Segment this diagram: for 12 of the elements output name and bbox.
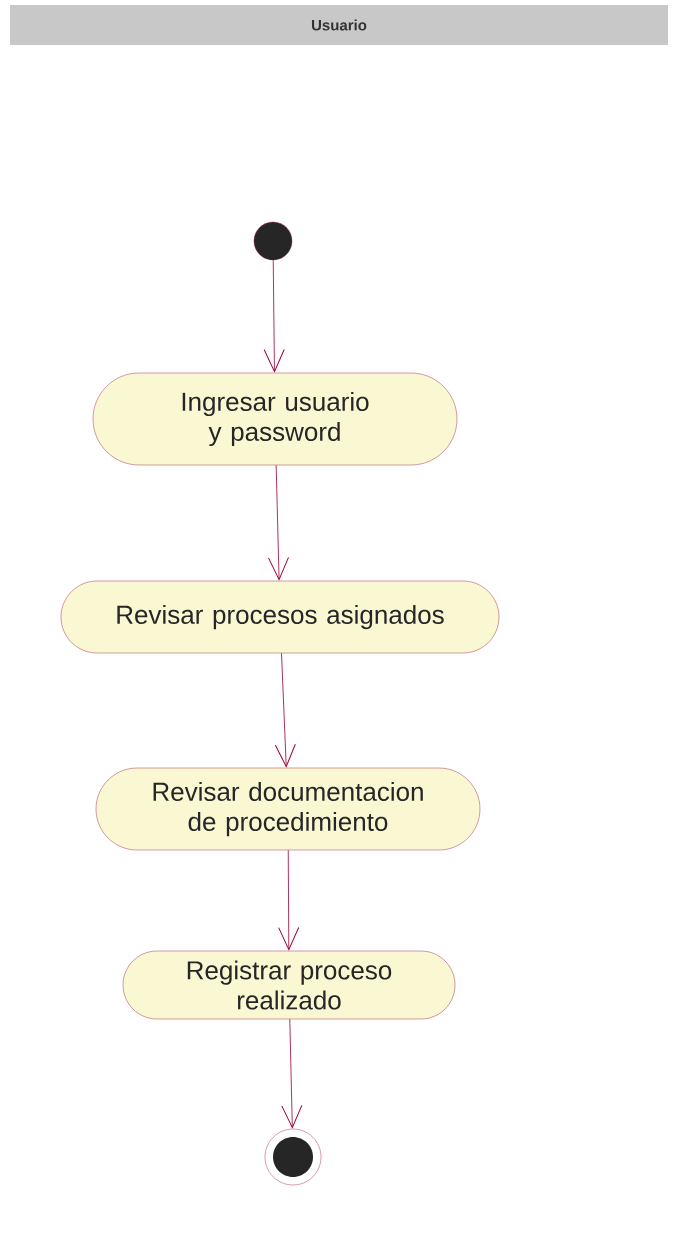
arrow: [274, 652, 296, 768]
arrow: [281, 1018, 303, 1129]
activity-box: Revisar documentacion de procedimiento: [95, 767, 481, 851]
activity-box: Registrar proceso realizado: [122, 950, 456, 1020]
start-node: [253, 221, 293, 261]
lane-header: Usuario: [10, 5, 668, 45]
arrow: [278, 849, 300, 951]
arrow: [268, 464, 289, 581]
end-node: [264, 1128, 322, 1186]
arrow: [263, 259, 285, 373]
activity-box: Ingresar usuario y password: [92, 372, 458, 466]
activity-box: Revisar procesos asignados: [60, 580, 500, 654]
